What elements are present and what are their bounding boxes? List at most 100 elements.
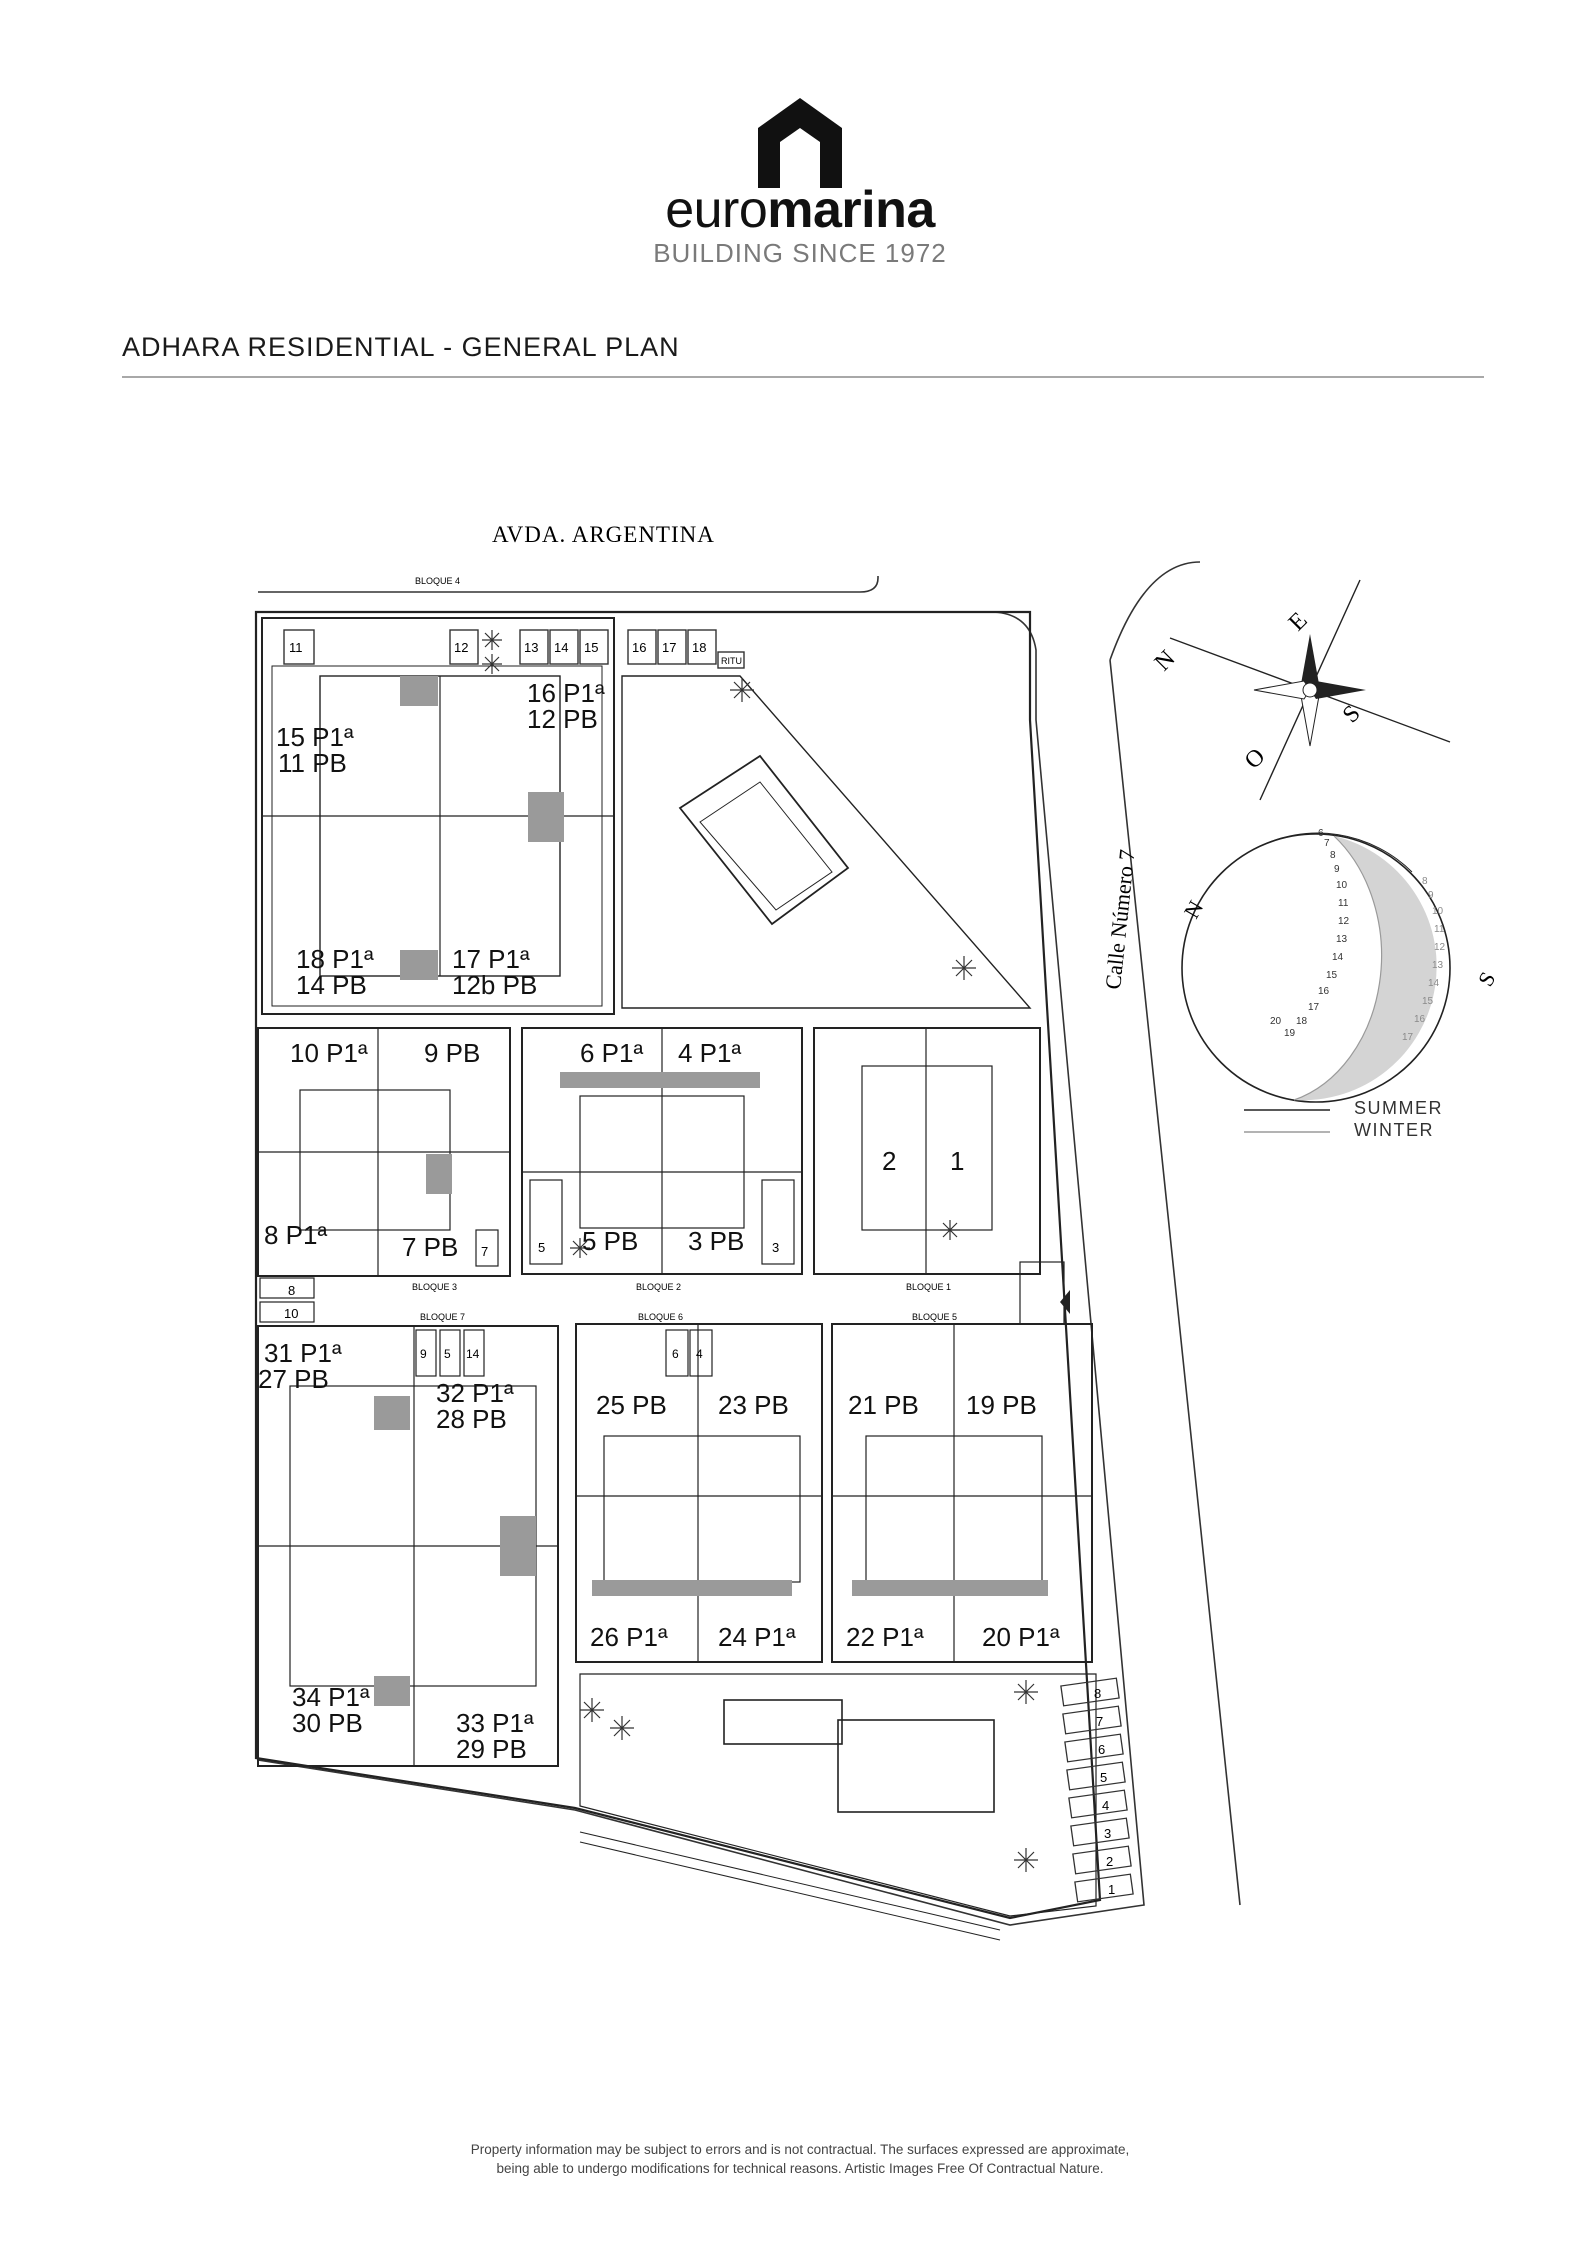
- unit-label: 16 P1ª: [527, 678, 605, 708]
- title-divider: [122, 376, 1484, 378]
- unit-label: 29 PB: [456, 1734, 527, 1764]
- hour-label: 15: [1326, 970, 1338, 981]
- unit-label: 5 PB: [582, 1226, 638, 1256]
- parking-top: [283, 629, 745, 669]
- parking-label: 11: [289, 640, 303, 655]
- house-logo-icon: [758, 98, 842, 188]
- hour-label: 8: [1422, 876, 1428, 887]
- unit-labels: 15 P1ª 11 PB 16 P1ª 12 PB 18 P1ª 14 PB 1…: [258, 678, 1060, 1764]
- unit-label: 24 P1ª: [718, 1622, 796, 1652]
- unit-label: 14 PB: [296, 970, 367, 1000]
- compass-label: S: [1338, 700, 1366, 728]
- hour-label: 11: [1338, 898, 1349, 909]
- parking-label: 2: [1106, 1854, 1113, 1869]
- hour-label: 19: [1284, 1028, 1296, 1039]
- disclaimer-line: Property information may be subject to e…: [470, 2142, 1130, 2157]
- unit-label: 28 PB: [436, 1404, 507, 1434]
- unit-label: 15 P1ª: [276, 722, 354, 752]
- hour-label: 10: [1336, 880, 1348, 891]
- winter-hour-labels: 17 16 15 14 13 12 11 10 9 8: [1402, 876, 1446, 1043]
- hour-label: 13: [1432, 960, 1444, 971]
- block-2-label: BLOQUE 2: [636, 1282, 681, 1292]
- summer-hour-labels: 20 19 18 17 16 15 14 13 12 11 10 9 8 7 6: [1270, 828, 1350, 1039]
- parking-label: 14: [554, 640, 568, 655]
- unit-label: 12b PB: [452, 970, 537, 1000]
- disclaimer: Property information may be subject to e…: [300, 2140, 1300, 2178]
- compass-label: E: [1284, 607, 1313, 636]
- parking-label: 7: [1096, 1714, 1103, 1729]
- parking-label: 3: [772, 1240, 779, 1255]
- parking-label: 9: [420, 1347, 427, 1361]
- parking-label: 5: [538, 1240, 545, 1255]
- tree-icons: [482, 630, 1038, 1872]
- sun-path-label: N: [1179, 896, 1209, 922]
- parking-label: 6: [1098, 1742, 1105, 1757]
- brand-logo: euromarina BUILDING SINCE 1972: [640, 98, 960, 268]
- parking-label: 12: [454, 640, 468, 655]
- parking-label: 17: [662, 640, 676, 655]
- unit-label: 10 P1ª: [290, 1038, 368, 1068]
- hour-label: 12: [1434, 942, 1446, 953]
- compass-label: O: [1240, 744, 1271, 775]
- unit-label: 7 PB: [402, 1232, 458, 1262]
- street-name-east: Calle Número 7: [1100, 848, 1140, 990]
- page-title: ADHARA RESIDENTIAL - GENERAL PLAN: [122, 332, 680, 362]
- parking-label: 15: [584, 640, 598, 655]
- unit-label: 30 PB: [292, 1708, 363, 1738]
- compass-rose-icon: [1169, 579, 1451, 801]
- hour-label: 14: [1332, 952, 1344, 963]
- unit-label: 4 P1ª: [678, 1038, 741, 1068]
- hour-label: 9: [1428, 890, 1434, 901]
- parking-label: 5: [1100, 1770, 1107, 1785]
- legend-summer-label: SUMMER: [1354, 1098, 1443, 1118]
- unit-label: 21 PB: [848, 1390, 919, 1420]
- sun-path-label: S: [1473, 967, 1501, 990]
- site-plan: AVDA. ARGENTINA Calle Número 7 BLOQUE 4 …: [254, 522, 1501, 1941]
- block-5-label: BLOQUE 5: [912, 1312, 957, 1322]
- block-7: [257, 1325, 559, 1767]
- unit-label: 19 PB: [966, 1390, 1037, 1420]
- brand-name-bold: marina: [767, 181, 935, 239]
- legend-winter-label: WINTER: [1354, 1120, 1434, 1140]
- block-5: [831, 1323, 1093, 1663]
- unit-label: 6 P1ª: [580, 1038, 643, 1068]
- unit-label: 34 P1ª: [292, 1682, 370, 1712]
- brand-name: euromarina: [640, 180, 960, 240]
- hour-label: 7: [1324, 838, 1330, 849]
- parking-label: 1: [1108, 1882, 1115, 1897]
- sun-path-diagram: [1181, 832, 1451, 1103]
- disclaimer-line: being able to undergo modifications for …: [496, 2161, 1104, 2176]
- hour-label: 9: [1334, 864, 1340, 875]
- unit-label: 23 PB: [718, 1390, 789, 1420]
- unit-label: 33 P1ª: [456, 1708, 534, 1738]
- unit-label: 3 PB: [688, 1226, 744, 1256]
- unit-label: 8 P1ª: [264, 1220, 327, 1250]
- unit-label: 26 P1ª: [590, 1622, 668, 1652]
- parking-label: 5: [444, 1347, 451, 1361]
- brand-tagline: BUILDING SINCE 1972: [653, 238, 947, 268]
- unit-label: 2: [882, 1146, 896, 1176]
- parking-label: 14: [466, 1347, 480, 1361]
- ritu-label: RITU: [721, 656, 742, 666]
- block-3-label: BLOQUE 3: [412, 1282, 457, 1292]
- parking-east-strip: [1060, 1677, 1134, 1903]
- block-2: [521, 1027, 803, 1275]
- hour-label: 14: [1428, 978, 1440, 989]
- brand-name-light: euro: [665, 181, 768, 239]
- parking-label: 6: [672, 1347, 679, 1361]
- block-1: [813, 1027, 1070, 1325]
- hour-label: 20: [1270, 1016, 1282, 1027]
- hour-label: 12: [1338, 916, 1350, 927]
- hour-label: 17: [1308, 1002, 1320, 1013]
- parking-label: 16: [632, 640, 646, 655]
- block-7-label: BLOQUE 7: [420, 1312, 465, 1322]
- block-4: [261, 617, 615, 1015]
- hour-label: 16: [1414, 1014, 1426, 1025]
- block-6: [575, 1323, 823, 1663]
- parking-label: 8: [288, 1283, 295, 1298]
- pool-area-south: [579, 1673, 1097, 1941]
- parking-label: 4: [696, 1347, 703, 1361]
- hour-label: 11: [1434, 924, 1445, 935]
- unit-label: 18 P1ª: [296, 944, 374, 974]
- unit-label: 25 PB: [596, 1390, 667, 1420]
